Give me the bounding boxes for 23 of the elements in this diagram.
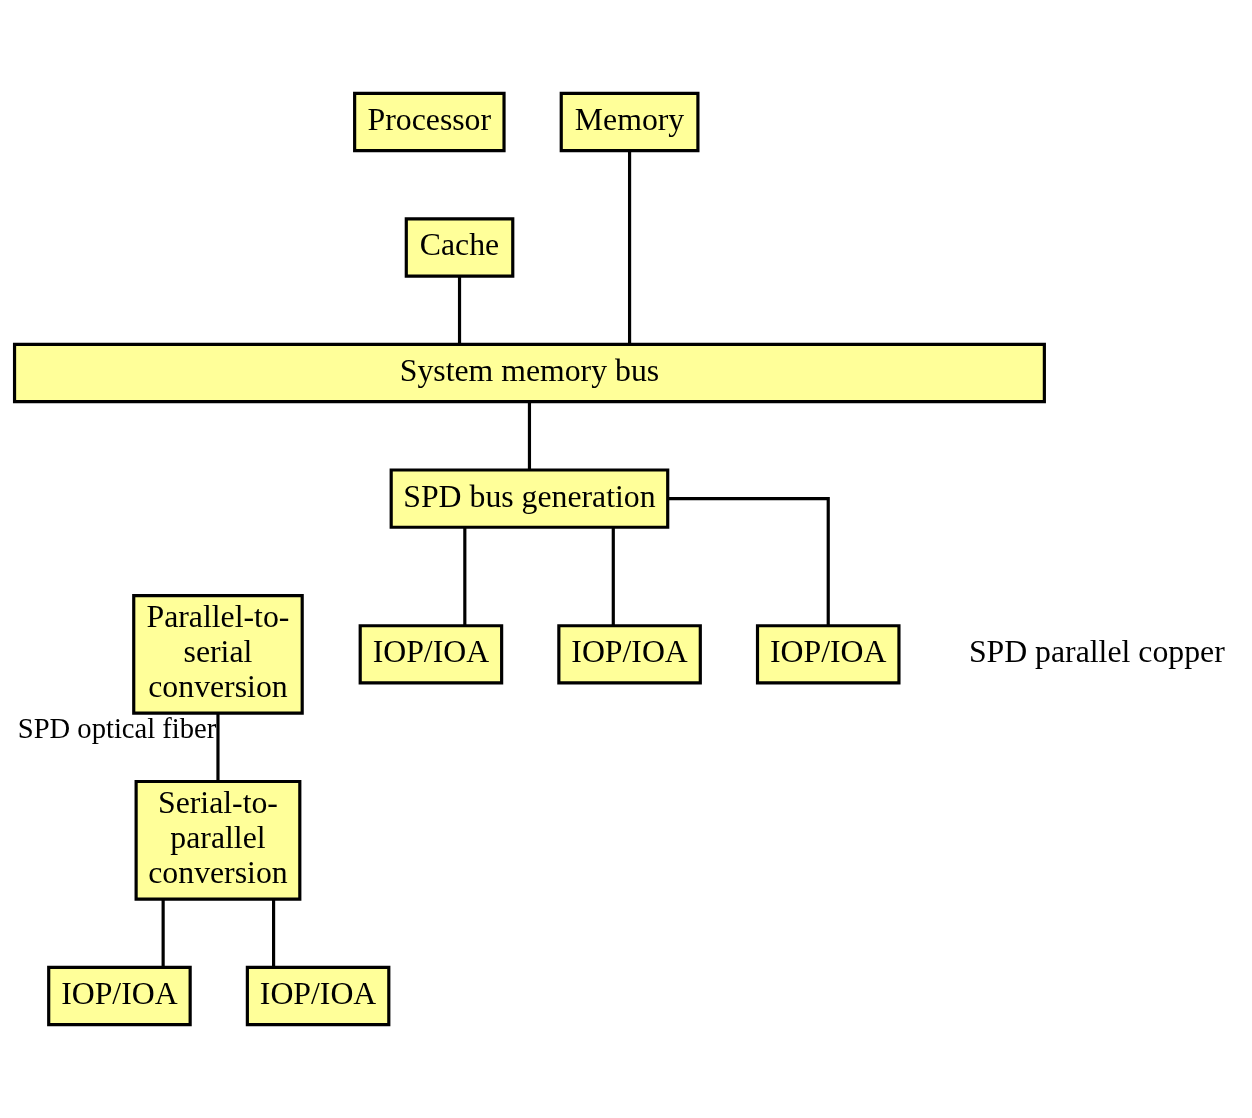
connector <box>457 276 462 345</box>
connector <box>463 527 467 626</box>
node-box: IOP/IOA <box>557 624 702 685</box>
node-box: System memory bus <box>12 342 1046 404</box>
node-box: IOP/IOA <box>358 624 504 685</box>
connector <box>611 527 615 626</box>
node-box: Processor <box>353 91 506 153</box>
label: SPD parallel copper <box>968 634 1225 670</box>
node-box: Cache <box>404 217 515 278</box>
connector <box>527 402 532 470</box>
connector <box>272 899 276 968</box>
connector <box>216 713 220 782</box>
node-box: Memory <box>559 91 700 153</box>
node-box: SPD bus generation <box>389 468 670 529</box>
connector <box>667 497 830 626</box>
node-box: IOP/IOA <box>755 624 901 685</box>
edge-label: SPD optical fiber <box>17 713 217 745</box>
node-box: Serial-to-parallel conversion <box>134 779 302 901</box>
node-box: Parallel-to-serial conversion <box>132 593 304 715</box>
node-box: IOP/IOA <box>47 965 192 1027</box>
connector <box>628 150 632 344</box>
node-box: IOP/IOA <box>245 965 391 1027</box>
connector <box>161 899 165 968</box>
